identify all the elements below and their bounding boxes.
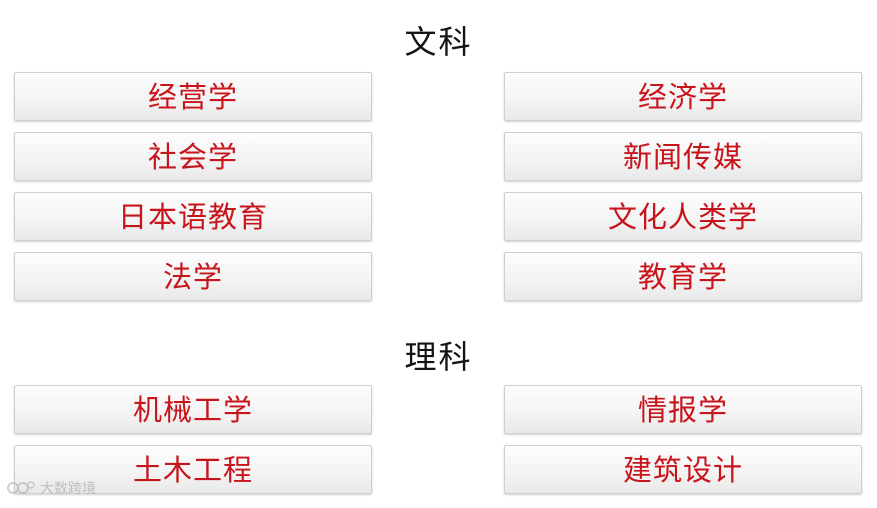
- arts-majors-grid: 经营学 经济学 社会学 新闻传媒 日本语教育 文化人类学 法学 教育学: [14, 72, 862, 301]
- major-button-civil-engineering[interactable]: 土木工程: [14, 445, 372, 494]
- science-majors-grid: 机械工学 情报学 土木工程 建筑设计: [14, 385, 862, 494]
- major-label: 经营学: [147, 79, 238, 114]
- major-button-mechanical-engineering[interactable]: 机械工学: [14, 385, 372, 434]
- watermark-logo-icon: [7, 481, 35, 494]
- major-label: 文化人类学: [607, 199, 758, 234]
- major-label: 新闻传媒: [622, 139, 743, 174]
- major-label: 法学: [162, 259, 223, 294]
- major-button-informatics[interactable]: 情报学: [504, 385, 862, 434]
- major-label: 社会学: [147, 139, 238, 174]
- major-button-business[interactable]: 经营学: [14, 72, 372, 121]
- major-button-architecture[interactable]: 建筑设计: [504, 445, 862, 494]
- major-button-journalism[interactable]: 新闻传媒: [504, 132, 862, 181]
- major-button-economics[interactable]: 经济学: [504, 72, 862, 121]
- section-title-arts: 文科: [404, 23, 473, 61]
- watermark: 大数跨境: [6, 478, 96, 498]
- section-title-science: 理科: [404, 338, 473, 376]
- major-button-cultural-anthropology[interactable]: 文化人类学: [504, 192, 862, 241]
- major-button-education[interactable]: 教育学: [504, 252, 862, 301]
- major-label: 土木工程: [132, 452, 253, 487]
- major-label: 教育学: [637, 259, 728, 294]
- major-label: 日本语教育: [117, 199, 268, 234]
- major-label: 经济学: [637, 79, 728, 114]
- major-button-japanese-education[interactable]: 日本语教育: [14, 192, 372, 241]
- major-label: 建筑设计: [622, 452, 743, 487]
- major-button-law[interactable]: 法学: [14, 252, 372, 301]
- major-button-sociology[interactable]: 社会学: [14, 132, 372, 181]
- watermark-text: 大数跨境: [40, 481, 96, 497]
- major-label: 机械工学: [132, 392, 253, 427]
- major-label: 情报学: [637, 392, 728, 427]
